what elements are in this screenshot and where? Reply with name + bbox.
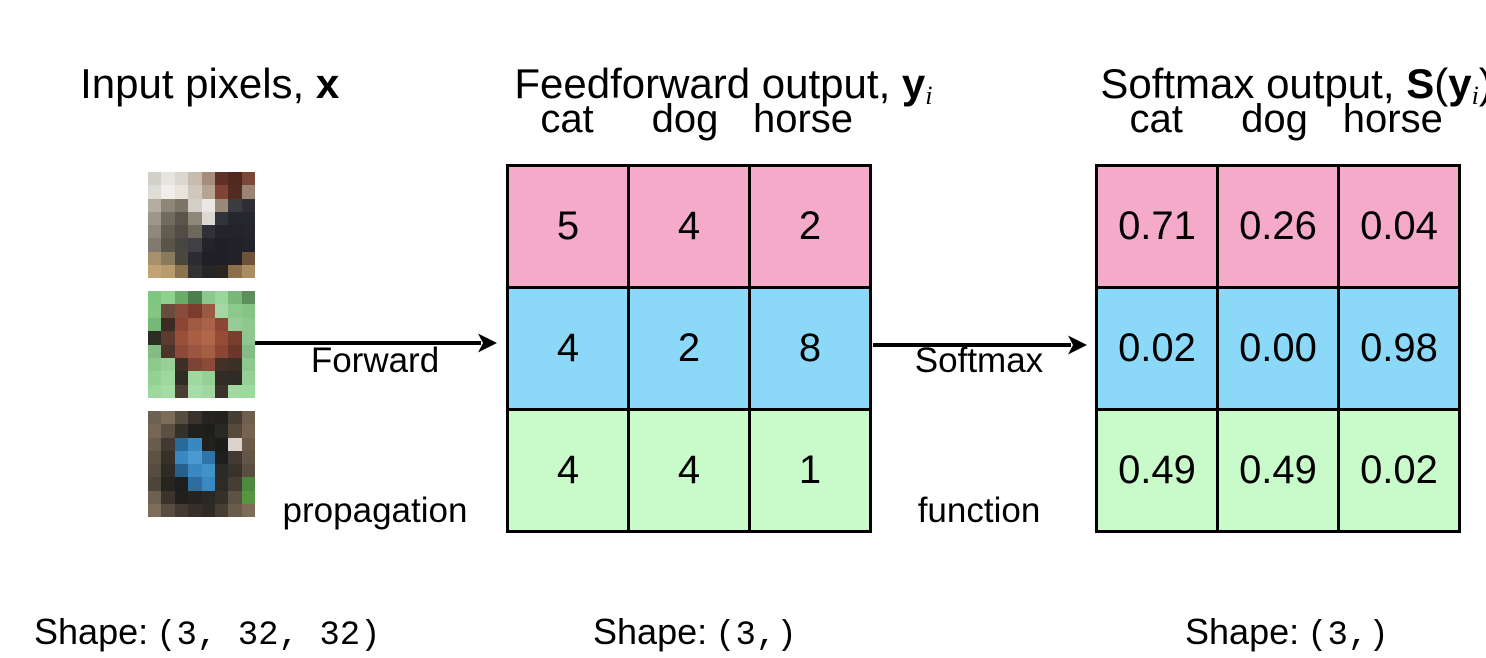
math-i-subscript: i [1471,80,1479,110]
softmax-title-text: Softmax output, [1100,60,1407,107]
math-x-symbol: x [315,60,340,107]
cell-value: 0.02 [1360,448,1438,492]
table-cell: 0.02 [1095,286,1219,411]
table-cell: 0.71 [1095,164,1219,289]
table-cell: 0.26 [1216,164,1340,289]
shape-tuple: (3,) [715,617,797,655]
feedforward-shape-label: Shape:(3,) [573,566,797,658]
cell-value: 0.49 [1239,448,1317,492]
table-cell: 5 [506,164,630,289]
right-arrow-icon [255,333,497,353]
cell-value: 5 [556,204,580,248]
cell-value: 4 [677,204,701,248]
table-cell: 0.02 [1337,408,1461,533]
cell-value: 0.49 [1118,448,1196,492]
table-cell: 2 [627,286,751,411]
feedforward-column-title: Feedforward output, yi [491,6,932,110]
cell-value: 4 [677,448,701,492]
table-cell: 0.49 [1095,408,1219,533]
table-cell: 0.98 [1337,286,1461,411]
table-row-horse: 0.02 0.00 0.98 [1095,286,1461,411]
softmax-function-label-line2: function [917,491,1041,530]
table-cell: 0.00 [1216,286,1340,411]
cell-value: 0.26 [1239,204,1317,248]
shape-tuple: (3,) [1307,617,1389,655]
softmax-column-headers: cat dog horse [1097,96,1452,142]
table-row-horse: 4 2 8 [506,286,872,411]
math-y-symbol: y [1448,60,1472,107]
right-arrow-icon [873,335,1087,355]
open-paren: ( [1434,60,1449,107]
softmax-table: 0.71 0.26 0.04 0.02 0.00 0.98 0.49 0.49 … [1095,164,1461,533]
softmax-shape-label: Shape:(3,) [1165,566,1389,658]
cell-value: 4 [556,326,580,370]
forward-propagation-label: Forward propagation [245,236,505,586]
cell-value: 0.98 [1360,326,1438,370]
table-cell: 0.49 [1216,408,1340,533]
softmax-function-label-line1: Softmax [914,341,1044,380]
table-cell: 4 [506,408,630,533]
cell-value: 0.71 [1118,204,1196,248]
cell-value: 0.02 [1118,326,1196,370]
shape-label-text: Shape: [1185,611,1300,652]
forward-propagation-label-line2: propagation [282,491,468,530]
math-i-subscript: i [925,80,933,110]
table-cell: 2 [748,164,872,289]
input-image-horse [148,291,255,398]
shape-tuple: (3, 32, 32) [156,617,381,655]
column-header-dog: dog [651,97,719,141]
softmax-function-label: Softmax function [849,236,1109,586]
close-paren: ) [1479,60,1486,107]
feedforward-column-headers: cat dog horse [508,96,862,142]
math-S-symbol: S [1406,60,1435,107]
table-row-cat: 0.71 0.26 0.04 [1095,164,1461,289]
feedforward-title-text: Feedforward output, [514,60,902,107]
cell-value: 2 [798,204,822,248]
cell-value: 1 [798,448,822,492]
table-cell: 8 [748,286,872,411]
input-image-cat [148,172,255,278]
input-image-dog [148,411,255,517]
feedforward-table: 5 4 2 4 2 8 4 4 1 [506,164,872,533]
column-header-cat: cat [540,97,594,141]
column-header-horse: horse [1342,97,1443,141]
table-row-cat: 5 4 2 [506,164,872,289]
table-cell: 4 [627,164,751,289]
cell-value: 2 [677,326,701,370]
input-title-text: Input pixels, [80,60,316,107]
input-shape-label: Shape:(3, 32, 32) [14,566,381,658]
cell-value: 0.04 [1360,204,1438,248]
column-header-horse: horse [752,97,854,141]
table-cell: 4 [506,286,630,411]
input-column-title: Input pixels, x [28,6,368,107]
shape-label-text: Shape: [34,611,149,652]
table-row-dog: 4 4 1 [506,408,872,533]
softmax-column-title: Softmax output, S(yi) [1077,6,1486,110]
column-header-dog: dog [1241,97,1308,141]
forward-propagation-label-line1: Forward [310,341,440,380]
cell-value: 0.00 [1239,326,1317,370]
cell-value: 8 [798,326,822,370]
table-row-dog: 0.49 0.49 0.02 [1095,408,1461,533]
table-cell: 0.04 [1337,164,1461,289]
table-cell: 1 [748,408,872,533]
table-cell: 4 [627,408,751,533]
shape-label-text: Shape: [593,611,708,652]
math-y-symbol: y [901,60,926,107]
column-header-cat: cat [1129,97,1183,141]
cell-value: 4 [556,448,580,492]
